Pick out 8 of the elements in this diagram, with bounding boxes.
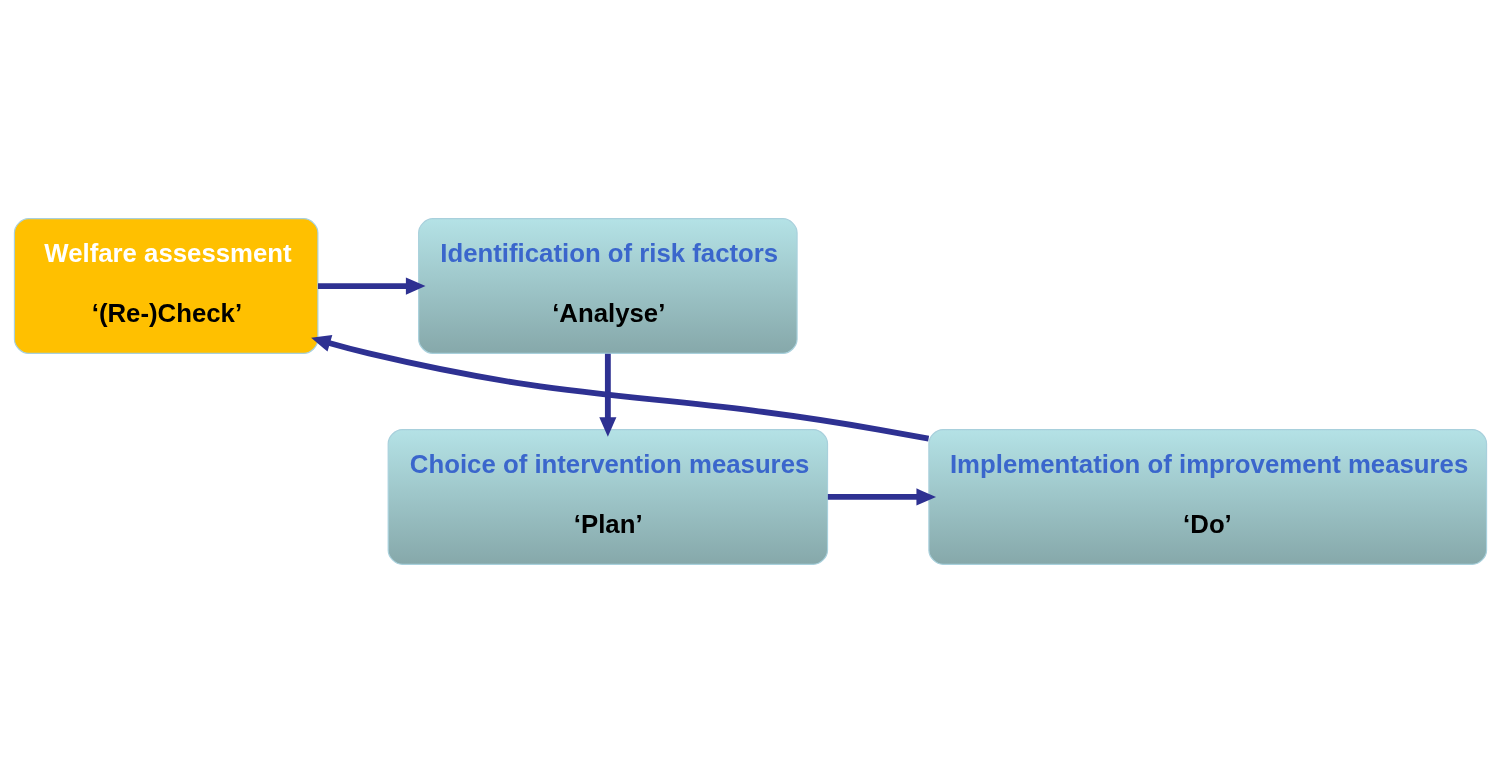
- node-box: Choice of intervention measures ‘Plan’: [387, 428, 829, 565]
- node-box: Identification of risk factors ‘Analyse’: [418, 217, 798, 354]
- arrow: [827, 487, 937, 506]
- arrow: [318, 276, 426, 295]
- node-box: Implementation of improvement measures ‘Do’: [928, 428, 1488, 565]
- arrow: [311, 334, 930, 442]
- node-box: Welfare assessment ‘(Re-)Check’: [13, 217, 319, 354]
- arrow: [599, 353, 617, 437]
